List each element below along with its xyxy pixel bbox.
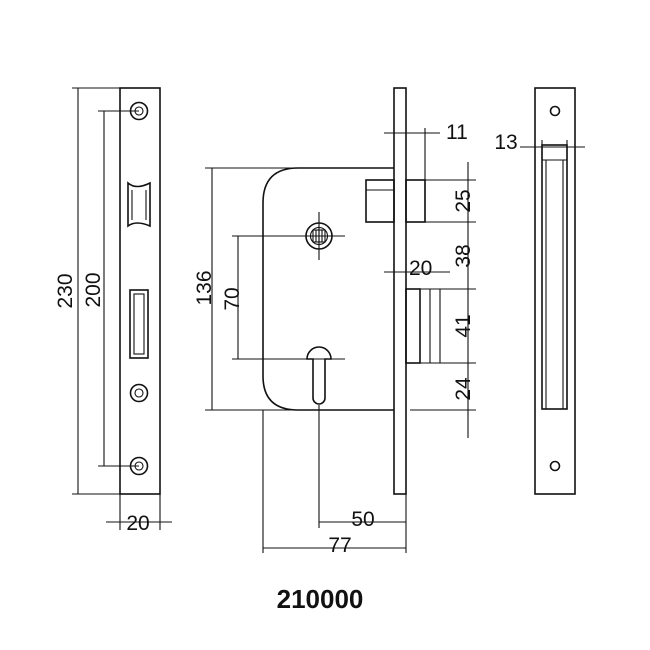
middle-screw-hole xyxy=(129,383,149,403)
label-bolt-to-bottom: 24 xyxy=(452,377,475,401)
strike-top-hole xyxy=(549,105,561,117)
label-latch-offset: 11 xyxy=(446,121,468,144)
label-screw-spacing: 200 xyxy=(82,272,105,307)
label-bolt-height: 41 xyxy=(452,314,475,337)
strike-opening xyxy=(541,144,568,410)
product-code: 210000 xyxy=(277,584,364,614)
lock-body-side-view: 136 70 11 25 38 41 24 20 50 77 xyxy=(193,87,476,557)
label-faceplate-length: 230 xyxy=(54,273,77,308)
cylinder-hole xyxy=(306,346,332,405)
label-faceplate-width: 20 xyxy=(126,512,149,535)
lock-case xyxy=(262,167,394,411)
label-backset: 50 xyxy=(351,508,374,531)
faceplate-front-view: 230 200 20 xyxy=(54,87,172,535)
label-latch-to-bolt: 38 xyxy=(452,244,475,267)
strike-bottom-hole xyxy=(549,460,561,472)
label-body-depth: 77 xyxy=(328,534,351,557)
label-strike-width: 13 xyxy=(494,131,517,154)
label-deadbolt-offset: 20 xyxy=(409,257,432,280)
latch-bolt xyxy=(365,179,395,223)
deadbolt xyxy=(405,288,421,364)
label-body-height: 136 xyxy=(193,270,216,305)
label-latch-height: 25 xyxy=(452,189,475,212)
faceplate-outline xyxy=(119,87,161,495)
strike-plate-outline xyxy=(534,87,576,495)
latch-window xyxy=(127,181,151,228)
side-faceplate xyxy=(393,87,407,495)
label-handle-to-cylinder: 70 xyxy=(221,287,244,310)
bolt-slot xyxy=(129,289,149,359)
latch-protrusion xyxy=(405,179,426,223)
strike-plate-view: 13 xyxy=(494,87,585,495)
